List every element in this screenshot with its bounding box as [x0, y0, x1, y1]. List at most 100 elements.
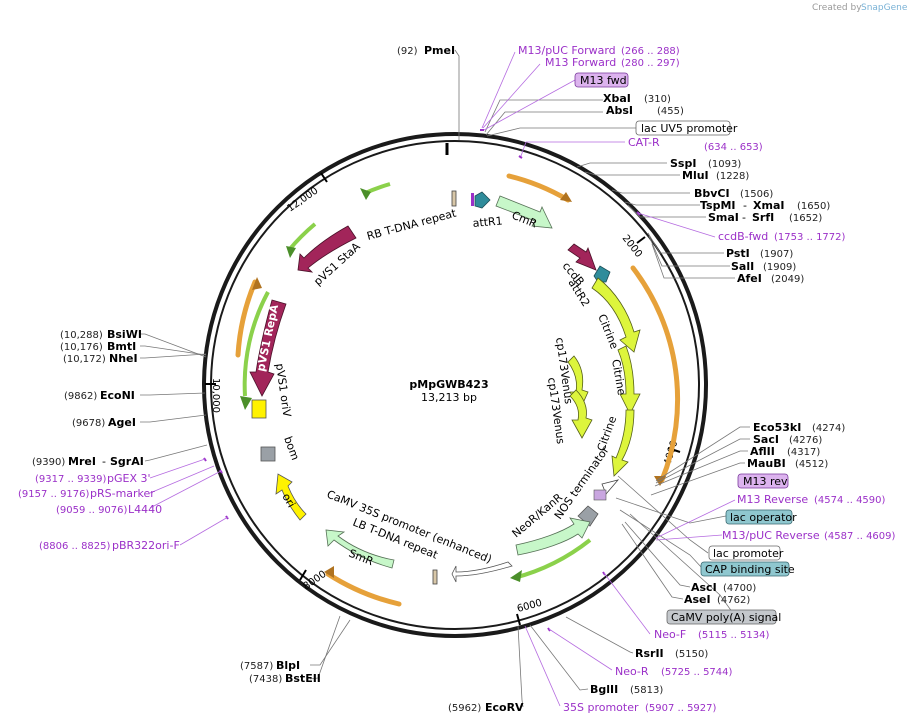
site-agei: AgeI: [108, 416, 136, 429]
primer-m13puc-fwd: M13/pUC Forward: [518, 44, 616, 57]
primer-35s-range: (5907 .. 5927): [645, 703, 717, 714]
site-psti-pos: (1907): [760, 249, 793, 260]
primer-prs: pRS-marker: [90, 487, 155, 500]
arrowhead-green-top: [360, 188, 371, 200]
svg-text:-: -: [743, 199, 747, 212]
site-agei-pos: (9678): [72, 418, 105, 429]
primer-neo-r: Neo-R: [615, 665, 649, 678]
primer-m13-reverse-range: (4574 .. 4590): [814, 495, 886, 506]
box-lac-operator: [725, 509, 793, 525]
svg-text:-: -: [102, 455, 106, 468]
box-m13-fwd-label: M13 fwd: [580, 74, 627, 87]
site-mrei: MreI: [68, 455, 96, 468]
site-tspmi: TspMI: [700, 199, 736, 212]
box-lac-operator-label: lac operator: [730, 511, 797, 524]
feature-attr1[interactable]: attR1: [471, 191, 503, 230]
box-m13-rev-label: M13 rev: [743, 475, 788, 488]
primer-35s: 35S promoter: [563, 701, 639, 714]
tick-12000: 12,000: [285, 185, 320, 214]
feature-camv35s[interactable]: CaMV 35S promoter (enhanced): [325, 488, 513, 583]
arc-green-topleft: [287, 222, 317, 252]
site-pmei: PmeI: [424, 44, 455, 57]
snapgene-logo-text: SnapGene: [861, 3, 908, 13]
snapgene-branding: Created by SnapGene: [812, 3, 908, 13]
attr2-label: attR2: [565, 277, 592, 309]
bar-neo-r: [547, 627, 551, 632]
site-srfi: SrfI: [752, 211, 774, 224]
arrowhead-orange-1: [560, 192, 572, 202]
primer-l4440: L4440: [128, 503, 162, 516]
nos-terminator-label: NOS terminator: [552, 444, 612, 522]
site-mlui-pos: (1228): [716, 171, 749, 182]
bar-cat-r: [518, 155, 523, 159]
primer-m13-fwd-range: (280 .. 297): [621, 58, 680, 69]
site-labels: (92) PmeI XbaI (310) AbsI (455) SspI (10…: [397, 44, 845, 714]
site-absi: AbsI: [606, 104, 633, 117]
feature-nos-terminator[interactable]: NOS terminator: [552, 444, 620, 527]
box-lac-uv5-label: lac UV5 promoter: [641, 122, 738, 135]
site-xbai-pos: (310): [644, 94, 671, 105]
tick-6000: 6000: [516, 598, 543, 615]
primer-m13puc-reverse-range: (4587 .. 4609): [824, 531, 896, 542]
box-lac-promoter-label: lac promoter: [713, 547, 784, 560]
site-blpi-pos: (7587): [240, 661, 273, 672]
site-aflii: AflII: [750, 445, 775, 458]
site-xmai: XmaI: [753, 199, 784, 212]
ori-label: ori: [279, 491, 297, 510]
citrine-2-label: Citrine: [609, 358, 628, 396]
site-sspi: SspI: [670, 157, 696, 170]
arrowhead-green-topleft: [286, 246, 296, 258]
feature-neor[interactable]: NeoR/KanR: [510, 491, 591, 556]
site-bsiwi-pos: (10,288): [60, 330, 103, 341]
site-bsiwi: BsiWI: [107, 328, 142, 341]
created-by-text: Created by: [812, 3, 862, 13]
pvs1-oriv-label: pVS1 oriV: [273, 363, 293, 419]
feature-rb-tdna[interactable]: RB T-DNA repeat: [365, 190, 458, 243]
site-eco53ki: Eco53kI: [753, 421, 801, 434]
box-m13-fwd: [574, 72, 629, 88]
box-camv-polya-label: CaMV poly(A) signal: [671, 611, 781, 624]
site-eco53ki-pos: (4274): [812, 423, 845, 434]
box-cap-site-label: CAP binding site: [705, 563, 795, 576]
site-sali: SalI: [731, 260, 754, 273]
site-bbvci-pos: (1506): [740, 189, 773, 200]
feature-pvs1-staa[interactable]: pVS1 StaA: [297, 225, 363, 288]
arrowhead-orange-4: [252, 277, 262, 290]
feature-bom[interactable]: bom: [260, 435, 302, 462]
site-maubi: MauBI: [747, 457, 786, 470]
primer-pbr322-range: (8806 .. 8825): [39, 541, 111, 552]
site-ecorv: EcoRV: [485, 701, 524, 714]
plasmid-name: pMpGWB423: [409, 378, 488, 391]
tick-2000: 2000: [620, 233, 644, 260]
svg-text:-: -: [742, 211, 746, 224]
site-nhei-pos: (10,172): [63, 354, 106, 365]
primer-prs-range: (9157 .. 9176): [18, 489, 90, 500]
site-ecorv-pos: (5962): [448, 703, 481, 714]
primer-labels: M13/pUC Forward (266 .. 288) M13 Forward…: [18, 44, 896, 714]
primer-m13puc-reverse: M13/pUC Reverse: [722, 529, 820, 542]
site-maubi-pos: (4512): [795, 459, 828, 470]
primer-m13-reverse: M13 Reverse: [737, 493, 808, 506]
boxed-labels: M13 fwd lac UV5 promoter M13 rev lac ope…: [574, 72, 797, 625]
box-camv-polya: [666, 609, 777, 625]
bar-pgex: [203, 457, 207, 462]
feature-cmr[interactable]: CmR: [495, 195, 553, 231]
site-blpi: BlpI: [276, 659, 300, 672]
primer-neo-f-range: (5115 .. 5134): [698, 630, 770, 641]
site-afei: AfeI: [737, 272, 762, 285]
primer-ccdb-fwd-range: (1753 .. 1772): [774, 232, 846, 243]
site-mlui: MluI: [682, 169, 709, 182]
primer-cat-r-range: (634 .. 653): [704, 142, 763, 153]
box-m13-rev: [737, 473, 789, 489]
site-rsrii: RsrII: [635, 647, 664, 660]
primer-leaders: [149, 51, 736, 707]
site-mrei-pos: (9390): [32, 457, 65, 468]
arc-ori-left: [235, 279, 258, 358]
site-sspi-pos: (1093): [708, 159, 741, 170]
site-smai: SmaI: [708, 211, 739, 224]
primer-cat-r: CAT-R: [628, 136, 660, 149]
site-absi-pos: (455): [657, 106, 684, 117]
feature-citrine-1[interactable]: Citrine: [591, 277, 641, 353]
feature-citrine-2[interactable]: Citrine: [609, 345, 641, 415]
feature-ori[interactable]: ori: [275, 473, 307, 521]
